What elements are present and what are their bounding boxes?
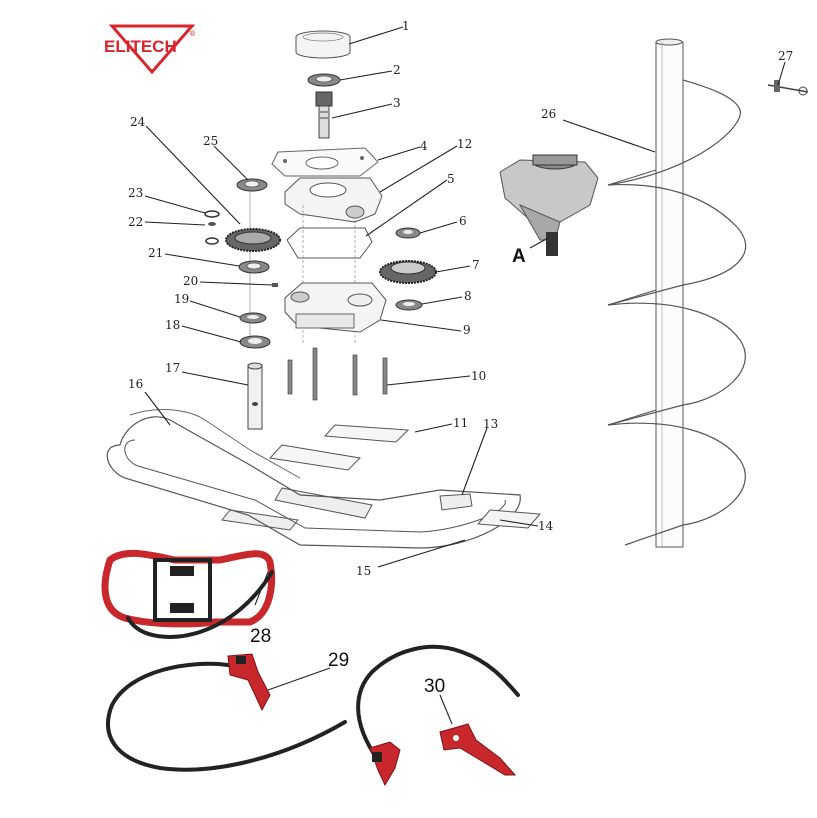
callout-10: 10 <box>471 369 486 383</box>
callout-9: 9 <box>463 323 471 337</box>
part-18-bearing <box>239 335 271 349</box>
part-27-pin <box>767 80 809 96</box>
callout-22: 22 <box>128 215 143 229</box>
logo-triangle <box>108 24 196 75</box>
part-21-bearing <box>238 260 270 274</box>
part-3-shaft <box>315 91 333 139</box>
part-2-bearing <box>307 73 341 87</box>
part-16-frame <box>106 409 521 549</box>
part-6-bearing <box>395 227 421 239</box>
part-1-cap <box>295 30 351 59</box>
gearbox-assembly <box>499 154 599 256</box>
part-24-gear <box>225 228 281 252</box>
callout-29: 29 <box>328 650 349 671</box>
callout-4: 4 <box>420 139 428 153</box>
callout-30: 30 <box>424 676 445 697</box>
callout-15: 15 <box>356 564 371 578</box>
part-8-bearing <box>395 299 423 311</box>
callout-16: 16 <box>128 377 143 391</box>
part-17-output-shaft <box>247 362 263 430</box>
part-5-gasket <box>286 227 373 259</box>
logo-registered-mark: ® <box>189 30 196 38</box>
callout-20: 20 <box>183 274 198 288</box>
part-29-throttle-cable <box>106 653 347 772</box>
part-4-gasket <box>271 147 379 177</box>
callout-13: 13 <box>483 417 498 431</box>
callout-11: 11 <box>453 416 468 430</box>
part-15-cable <box>356 644 520 787</box>
callout-27: 27 <box>778 49 793 63</box>
callout-A: A <box>512 246 526 267</box>
callout-12: 12 <box>457 137 472 151</box>
part-23-22-circlips <box>204 210 220 245</box>
callout-labels: 1 2 3 4 12 5 6 7 8 9 10 11 13 14 15 16 1… <box>128 19 793 697</box>
part-28-handle <box>101 549 276 639</box>
callout-26: 26 <box>541 107 556 121</box>
callout-7: 7 <box>472 258 480 272</box>
callout-24: 24 <box>130 115 146 129</box>
part-13-bracket <box>439 493 473 511</box>
callout-3: 3 <box>393 96 401 110</box>
part-7-gear <box>379 260 437 284</box>
part-9-lower-housing <box>284 282 387 333</box>
brand-logo: ELITECH ® <box>104 24 196 75</box>
callout-28: 28 <box>250 626 271 647</box>
leader-lines <box>144 26 786 725</box>
part-26-auger <box>607 38 747 548</box>
callout-21: 21 <box>148 246 163 260</box>
callout-19: 19 <box>174 292 189 306</box>
callout-18: 18 <box>165 318 180 332</box>
callout-23: 23 <box>128 186 143 200</box>
part-19-bearing <box>239 312 267 324</box>
part-11-brackets <box>221 424 410 531</box>
callout-2: 2 <box>393 63 401 77</box>
callout-25: 25 <box>203 134 218 148</box>
logo-text: ELITECH <box>104 37 177 56</box>
callout-6: 6 <box>459 214 467 228</box>
callout-5: 5 <box>447 172 455 186</box>
part-10-bolts <box>287 347 388 401</box>
callout-17: 17 <box>165 361 180 375</box>
callout-14: 14 <box>538 519 554 533</box>
callout-8: 8 <box>464 289 472 303</box>
part-12-upper-housing <box>284 177 383 223</box>
part-30-throttle <box>439 723 517 776</box>
part-25-bearing <box>236 178 268 192</box>
callout-1: 1 <box>402 19 410 33</box>
part-20-key <box>272 283 278 287</box>
